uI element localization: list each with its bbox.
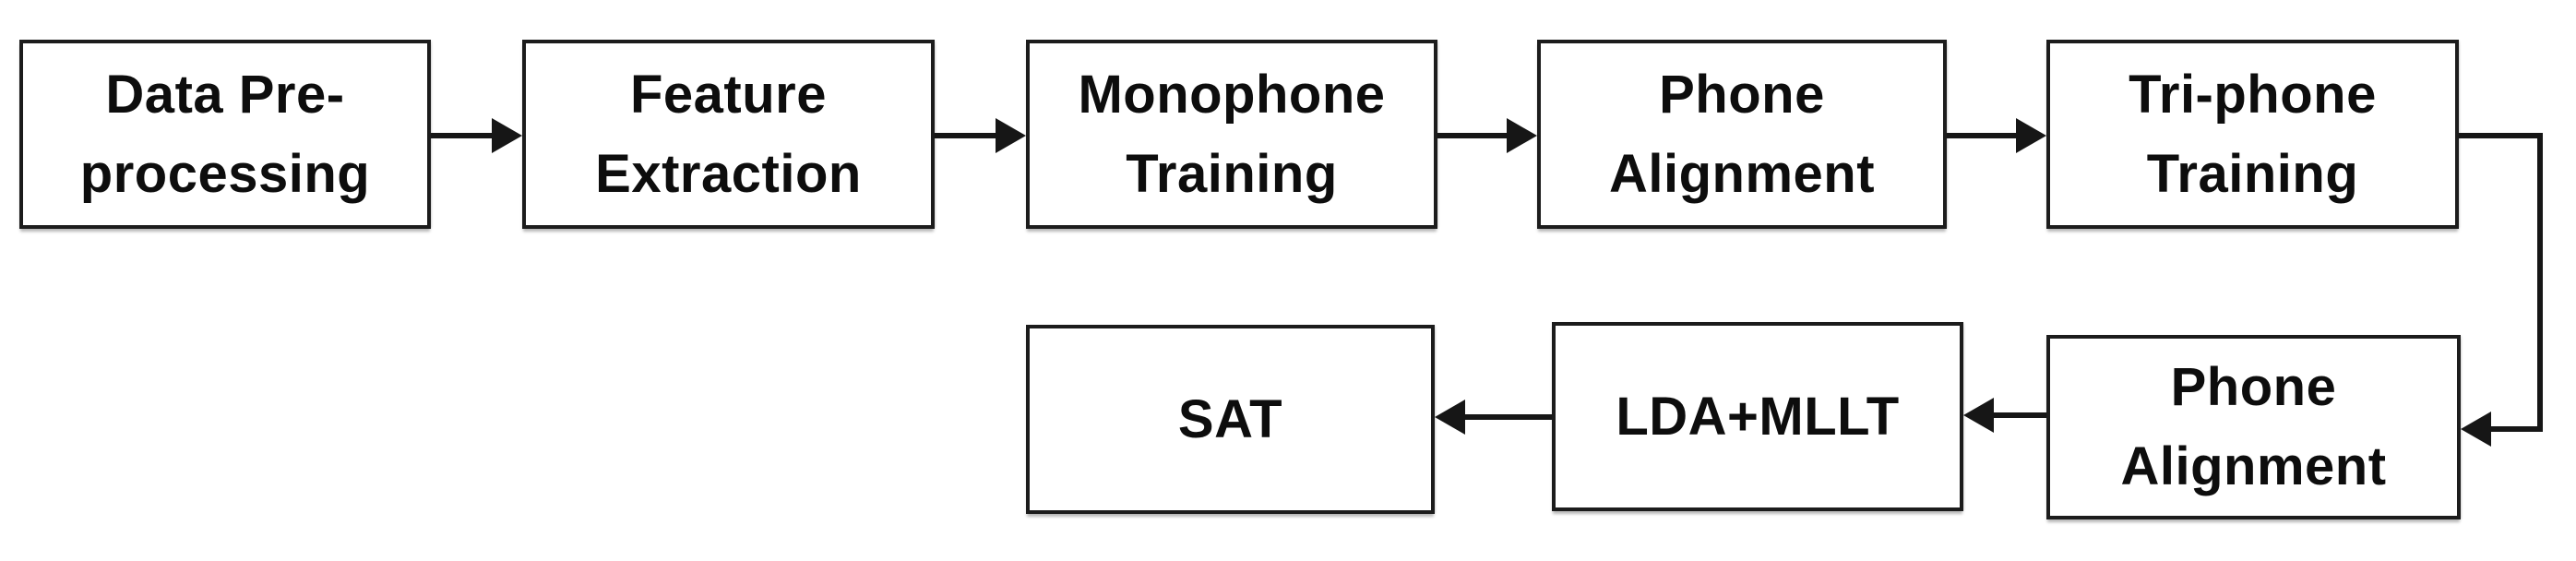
arrow-datapre-to-feature <box>431 118 522 153</box>
arrow-phonealign1-to-triphone <box>1947 118 2046 153</box>
node-lda-mllt: LDA+MLLT <box>1552 322 1963 511</box>
node-label: Monophone Training <box>1078 64 1386 204</box>
connector-triphone-to-phonealign2 <box>2459 133 2543 447</box>
node-label: Phone Alignment <box>2120 357 2387 496</box>
node-label: Tri-phone Training <box>2129 64 2377 204</box>
node-phone-alignment-2: Phone Alignment <box>2046 335 2461 519</box>
arrow-ldamllt-to-sat <box>1435 400 1552 435</box>
node-label: Data Pre- processing <box>79 64 371 204</box>
arrow-phonealign2-to-ldamllt <box>1963 398 2046 433</box>
node-label: Phone Alignment <box>1608 64 1876 204</box>
node-monophone-training: Monophone Training <box>1026 40 1437 229</box>
node-triphone-training: Tri-phone Training <box>2046 40 2459 229</box>
node-feature-extraction: Feature Extraction <box>522 40 935 229</box>
node-phone-alignment-1: Phone Alignment <box>1537 40 1947 229</box>
node-label: SAT <box>1177 388 1283 449</box>
node-data-preprocessing: Data Pre- processing <box>19 40 431 229</box>
arrow-monophone-to-phonealign1 <box>1437 118 1537 153</box>
arrow-feature-to-monophone <box>935 118 1026 153</box>
node-label: LDA+MLLT <box>1616 386 1900 447</box>
node-sat: SAT <box>1026 325 1435 514</box>
node-label: Feature Extraction <box>595 64 862 204</box>
